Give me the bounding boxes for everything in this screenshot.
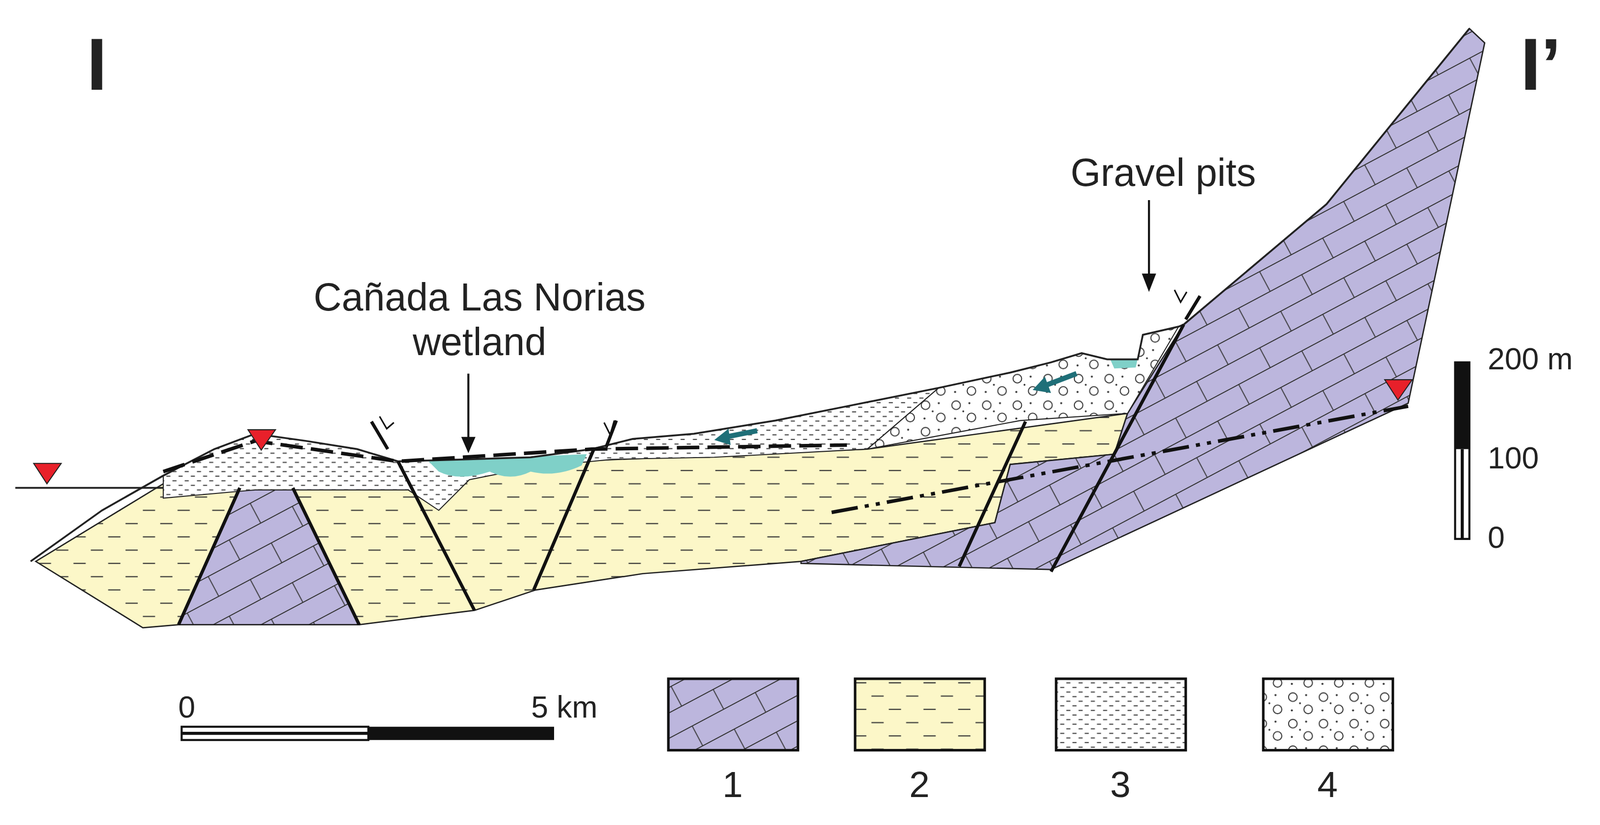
legend-swatch [668,678,798,751]
legend-item [668,678,798,751]
legend-item [1263,678,1393,751]
legend-number: 2 [909,763,930,806]
legend-pattern [855,678,985,751]
legend-pattern [1263,678,1393,751]
legend-number: 1 [722,763,743,806]
legend-pattern [1056,678,1186,751]
scale-label: 5 km [531,689,598,726]
legend-pattern [668,678,798,751]
scale-label: 200 m [1487,341,1574,378]
scale-label: 0 [177,689,196,726]
legend-swatch [1263,678,1393,751]
legend-number: 3 [1110,763,1131,806]
section-end-label: I’ [1520,22,1562,107]
legend-swatch [1056,678,1186,751]
section-end-label: I [86,22,108,107]
site-label: Gravel pits [1070,151,1256,196]
legend-item [1056,678,1186,751]
legend-swatch [855,678,985,751]
legend-item [855,678,985,751]
scale-label: 100 [1487,440,1539,477]
legend-number: 4 [1317,763,1339,806]
site-label: Cañada Las Norias wetland [265,275,694,365]
scale-label: 0 [1487,520,1505,556]
